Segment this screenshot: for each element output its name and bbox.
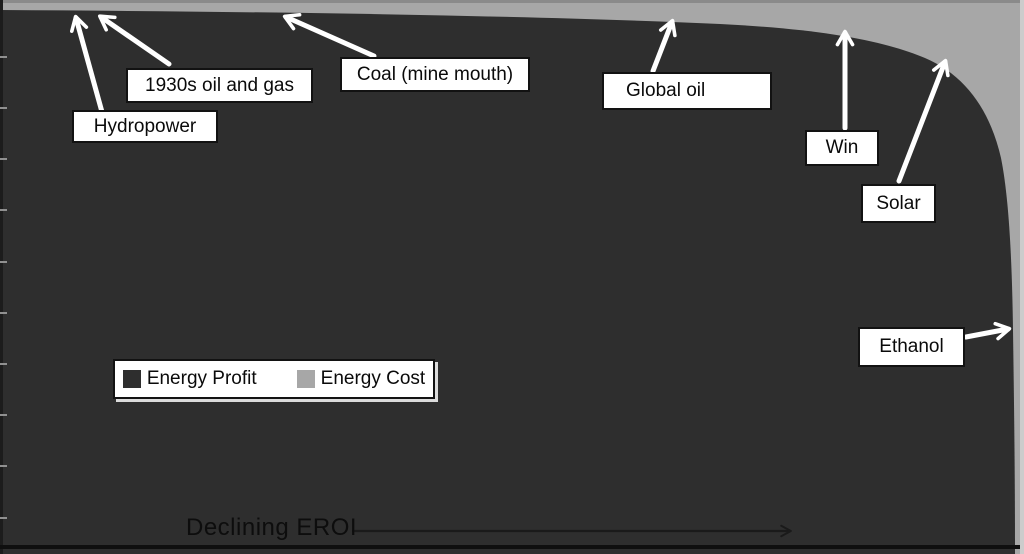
callout-1930s-oil-and-gas-label: 1930s oil and gas xyxy=(145,74,294,96)
callout-global-oil-label: Global oil xyxy=(626,80,706,101)
legend-item-energy-profit: Energy Profit xyxy=(122,368,257,390)
callout-wind: Win xyxy=(805,130,879,166)
callout-arrows xyxy=(70,12,1012,341)
callout-ethanol-label: Ethanol xyxy=(879,336,944,357)
callout-global-oil: Global oil xyxy=(602,72,772,110)
callout-solar: Solar xyxy=(861,184,936,223)
bottom-border xyxy=(0,545,1024,549)
coal-arrow xyxy=(282,12,377,59)
x-axis-label: Declining EROI xyxy=(186,514,358,541)
legend-item-energy-cost: Energy Cost xyxy=(296,368,426,390)
callout-coal-mine-mouth-label: Coal (mine mouth) xyxy=(356,63,514,85)
y-axis-ticks xyxy=(0,56,7,519)
callout-wind-label: Win xyxy=(825,137,859,158)
legend-energy-profit-label: Energy Profit xyxy=(146,368,257,389)
hydropower-arrow xyxy=(70,14,105,115)
callout-ethanol: Ethanol xyxy=(858,327,965,367)
chart-legend: Energy Profit Energy Cost xyxy=(113,359,435,399)
ethanol-arrow xyxy=(963,321,1012,341)
top-border xyxy=(0,0,1024,3)
callout-1930s-oil-and-gas: 1930s oil and gas xyxy=(126,68,313,103)
solar-arrow xyxy=(896,58,950,184)
callout-coal-mine-mouth: Coal (mine mouth) xyxy=(340,57,530,92)
global-oil-arrow xyxy=(650,18,677,74)
oil-1930s-arrow xyxy=(98,14,172,67)
legend-energy-cost-label: Energy Cost xyxy=(320,368,426,389)
callout-hydropower: Hydropower xyxy=(72,110,218,143)
right-border xyxy=(1020,0,1024,554)
left-border xyxy=(0,0,3,554)
energy-profit-area xyxy=(0,10,1015,554)
callout-hydropower-label: Hydropower xyxy=(93,115,197,137)
energy-cost-swatch-icon xyxy=(296,370,315,388)
callout-solar-label: Solar xyxy=(876,192,921,214)
energy-profit-swatch-icon xyxy=(122,370,141,388)
